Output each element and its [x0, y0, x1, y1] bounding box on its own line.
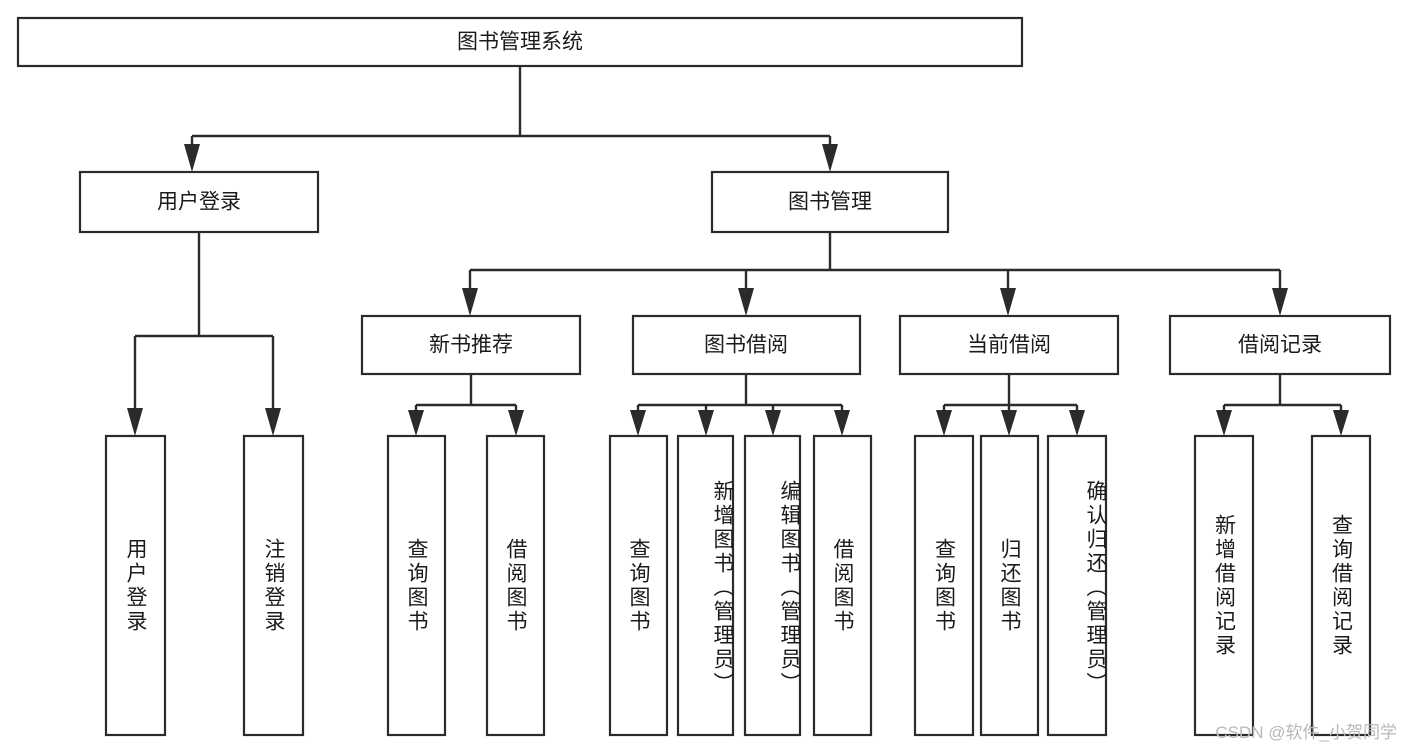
leaf-box-user-login[interactable]: [104, 434, 167, 737]
leaf-box-query-book-rec[interactable]: [386, 434, 447, 737]
leaf-box-query-book-borrow[interactable]: [608, 434, 669, 737]
node-root[interactable]: 图书管理系统: [16, 16, 1024, 68]
connector-group-current-borrow: [936, 374, 1085, 436]
connector-group-new-book-rec: [408, 374, 524, 436]
arrowhead-newbook-leaf-2: [508, 410, 524, 436]
node-book-borrow-label: 图书借阅: [704, 334, 788, 357]
connector-group-user-login: [127, 232, 281, 436]
node-new-book-recommend-label: 新书推荐: [429, 334, 513, 357]
arrowhead-bookborrow-leaf-2: [698, 410, 714, 436]
leaf-box-query-borrow-record[interactable]: [1310, 434, 1372, 737]
leaf-box-edit-book-admin[interactable]: [743, 434, 802, 737]
node-book-mgmt-label: 图书管理: [788, 191, 872, 214]
arrowhead-leaf-user-login: [127, 408, 143, 436]
leaf-box-return-book[interactable]: [979, 434, 1040, 737]
leaf-box-query-book-current[interactable]: [913, 434, 975, 737]
arrowhead-newbook-leaf-1: [408, 410, 424, 436]
connector-group-book-borrow: [630, 374, 850, 436]
arrowhead-to-user-login: [184, 144, 200, 172]
node-book-borrow-box[interactable]: [631, 314, 862, 376]
node-book-mgmt-box[interactable]: [710, 170, 950, 234]
arrowhead-currentborrow-leaf-3: [1069, 410, 1085, 436]
node-user-login-box[interactable]: [78, 170, 320, 234]
arrowhead-new-book-rec: [462, 288, 478, 316]
arrowhead-borrowrecord-leaf-2: [1333, 410, 1349, 436]
node-current-borrow[interactable]: 当前借阅: [898, 314, 1120, 376]
node-new-book-recommend-box[interactable]: [360, 314, 582, 376]
leaf-box-borrow-book-rec[interactable]: [485, 434, 546, 737]
arrowhead-bookborrow-leaf-3: [765, 410, 781, 436]
node-book-borrow[interactable]: 图书借阅: [631, 314, 862, 376]
node-borrow-record-box[interactable]: [1168, 314, 1392, 376]
arrowhead-borrow-record: [1272, 288, 1288, 316]
node-root-box[interactable]: [16, 16, 1024, 68]
arrowhead-current-borrow: [1000, 288, 1016, 316]
arrowhead-currentborrow-leaf-1: [936, 410, 952, 436]
arrowhead-bookborrow-leaf-1: [630, 410, 646, 436]
node-root-label: 图书管理系统: [457, 31, 583, 54]
arrowhead-bookborrow-leaf-4: [834, 410, 850, 436]
leaf-box-borrow-book[interactable]: [812, 434, 873, 737]
node-borrow-record[interactable]: 借阅记录: [1168, 314, 1392, 376]
node-current-borrow-box[interactable]: [898, 314, 1120, 376]
node-borrow-record-label: 借阅记录: [1238, 334, 1322, 357]
arrowhead-currentborrow-leaf-2: [1001, 410, 1017, 436]
node-user-login-label: 用户登录: [157, 191, 241, 214]
node-user-login[interactable]: 用户登录: [78, 170, 320, 234]
connector-group-borrow-record: [1216, 374, 1349, 436]
leaf-box-confirm-return-admin[interactable]: [1046, 434, 1108, 737]
arrowhead-borrowrecord-leaf-1: [1216, 410, 1232, 436]
node-new-book-recommend[interactable]: 新书推荐: [360, 314, 582, 376]
arrowhead-leaf-logout: [265, 408, 281, 436]
leaf-box-add-book-admin[interactable]: [676, 434, 735, 737]
node-current-borrow-label: 当前借阅: [967, 334, 1051, 357]
arrowhead-to-book-mgmt: [822, 144, 838, 172]
arrowhead-book-borrow: [738, 288, 754, 316]
leaf-box-logout[interactable]: [242, 434, 305, 737]
leaf-box-add-borrow-record[interactable]: [1193, 434, 1255, 737]
connector-group-book-mgmt: [462, 232, 1288, 316]
connector-group-root: [184, 66, 838, 172]
node-book-mgmt[interactable]: 图书管理: [710, 170, 950, 234]
